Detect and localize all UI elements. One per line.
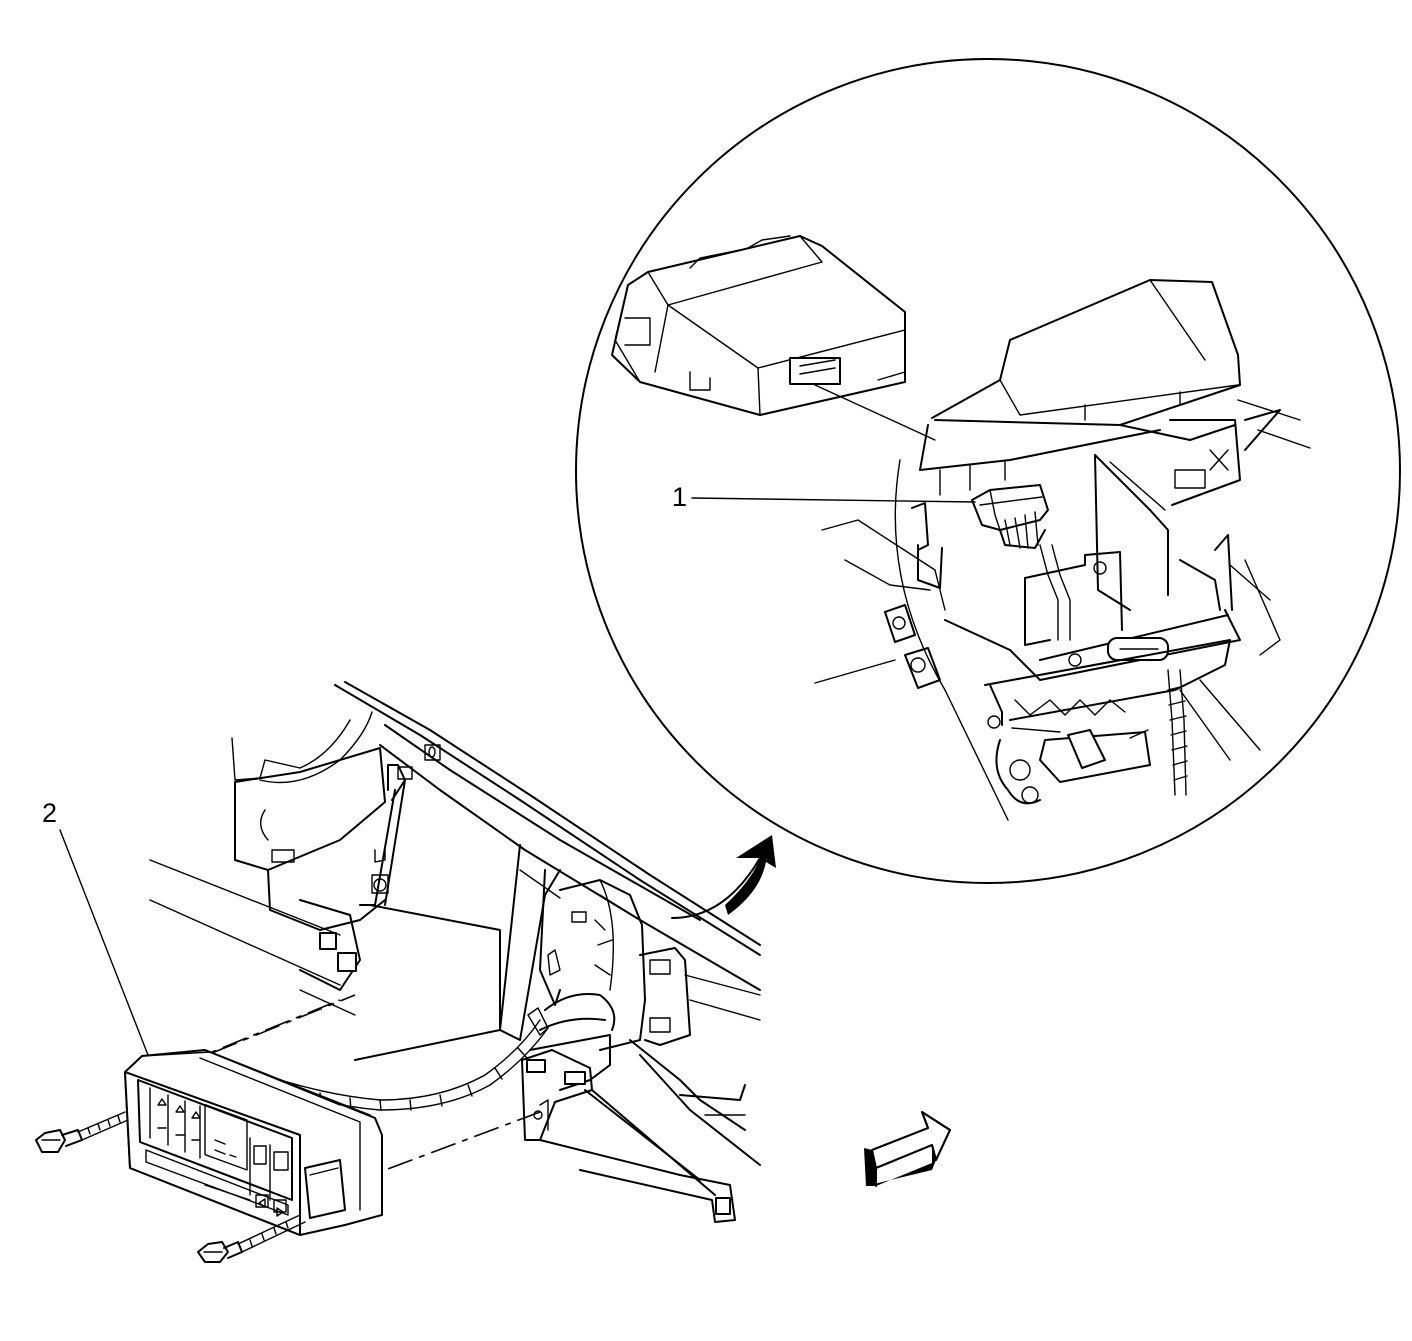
callout-1-leader: [691, 497, 976, 503]
electrical-connector: [971, 484, 1188, 805]
main-view: 2: [35, 681, 761, 1263]
dash-panel-detail: [814, 399, 1311, 821]
callout-2-leader: [59, 829, 149, 1056]
mounting-screws: [35, 1111, 306, 1263]
callout-1-label: 1: [672, 482, 687, 512]
screw-lower: [197, 1214, 306, 1263]
control-module-rear-view: [611, 235, 906, 416]
callout-2-label: 2: [42, 798, 57, 828]
instrument-panel-carrier: [149, 681, 761, 1061]
screw-upper: [35, 1111, 129, 1153]
vehicle-front-direction-arrow: [864, 1111, 951, 1187]
mounting-bracket-detail: [919, 279, 1281, 783]
detail-view-circle: [575, 58, 1401, 884]
lower-mounting-bracket: [521, 1049, 736, 1223]
detail-link-arrow: [671, 835, 776, 919]
detail-view: 1: [575, 58, 1401, 884]
center-support: [499, 844, 761, 1166]
hvac-control-module: [124, 1049, 383, 1236]
